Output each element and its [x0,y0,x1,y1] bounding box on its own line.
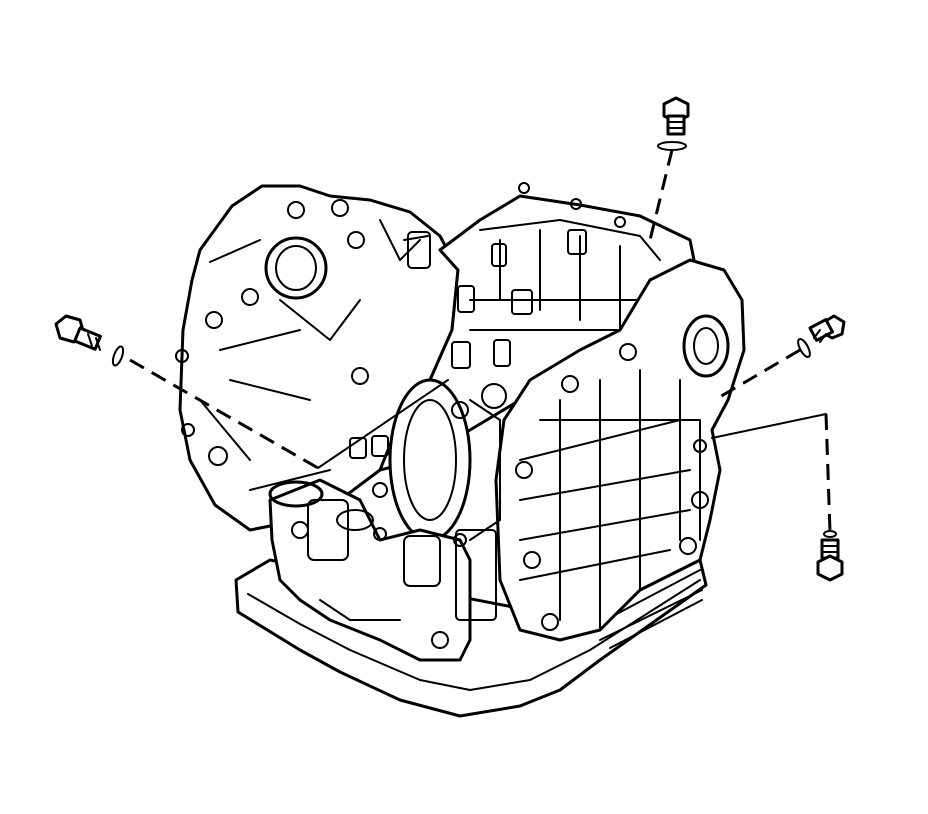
end-cover [494,258,746,642]
bolt-right-icon [797,314,846,359]
leader-lines [129,149,832,533]
bolt-bottom-right-icon [816,530,844,582]
lower-front-components [268,367,497,662]
bolt-top-icon [657,96,690,151]
bolt-left-icon [54,314,125,367]
differential-housing [388,378,507,542]
